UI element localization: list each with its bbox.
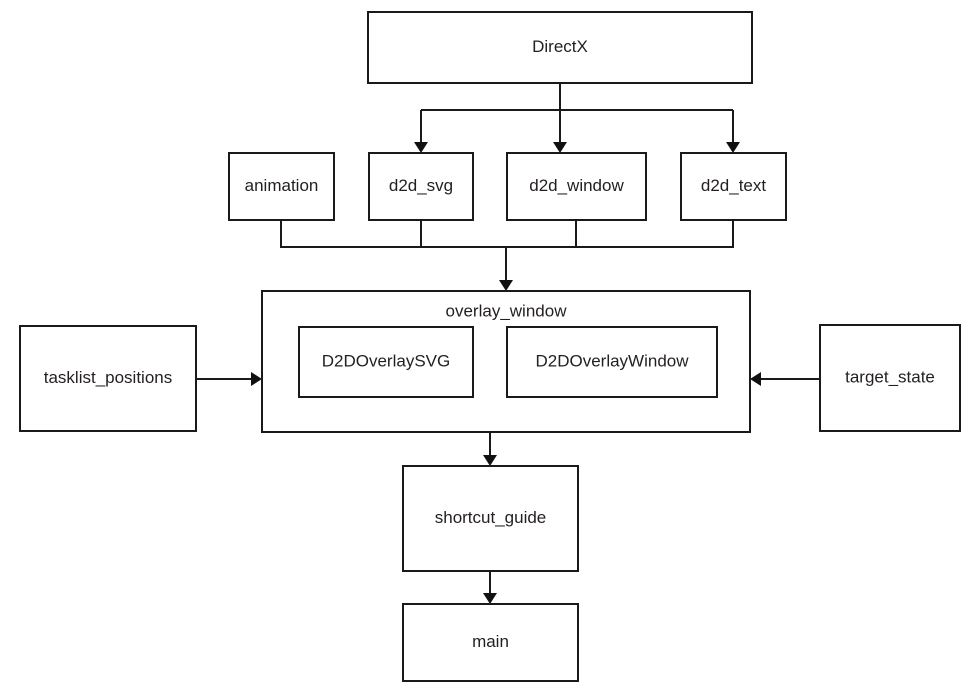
edge-bus-to-overlay_window <box>499 247 513 291</box>
arrow-head-icon <box>483 455 497 466</box>
edge-directx-to-d2d_text <box>726 110 740 153</box>
edge-d2d_text-to-overlay_window <box>506 220 734 248</box>
node-d2d_text[interactable]: d2d_text <box>680 152 787 221</box>
edge-hitarea <box>506 220 733 247</box>
node-box-directx[interactable] <box>367 11 753 84</box>
arrow-head-icon <box>750 372 761 386</box>
node-shortcut_guide[interactable]: shortcut_guide <box>402 465 579 572</box>
edge-directx-to-d2d_svg <box>414 83 733 153</box>
node-box-target_state[interactable] <box>819 324 961 432</box>
node-box-d2d_text[interactable] <box>680 152 787 221</box>
node-main[interactable]: main <box>402 603 579 682</box>
edge-animation-to-overlay_window <box>280 220 506 248</box>
node-box-tasklist_positions[interactable] <box>19 325 197 432</box>
edge-target_state-to-overlay_window <box>750 372 820 386</box>
arrow-head-icon <box>414 142 428 153</box>
node-box-d2doverlaywindow[interactable] <box>506 326 718 398</box>
edge-overlay_window-to-shortcut_guide <box>483 432 497 466</box>
edge-tasklist_positions-to-overlay_window <box>196 372 262 386</box>
edge-hitarea <box>281 220 506 247</box>
node-d2d_window[interactable]: d2d_window <box>506 152 647 221</box>
node-d2doverlaywindow[interactable]: D2DOverlayWindow <box>506 326 718 398</box>
arrow-head-icon <box>499 280 513 291</box>
arrow-head-icon <box>483 593 497 604</box>
edge-directx-to-d2d_window <box>553 110 567 153</box>
arrow-head-icon <box>726 142 740 153</box>
node-box-animation[interactable] <box>228 152 335 221</box>
edge-line <box>280 220 506 248</box>
node-tasklist_positions[interactable]: tasklist_positions <box>19 325 197 432</box>
node-d2doverlaysvg[interactable]: D2DOverlaySVG <box>298 326 474 398</box>
edges-layer <box>196 83 820 604</box>
edge-hitarea <box>421 83 733 146</box>
node-box-shortcut_guide[interactable] <box>402 465 579 572</box>
node-box-d2doverlaysvg[interactable] <box>298 326 474 398</box>
arrow-head-icon <box>553 142 567 153</box>
edge-line <box>420 83 733 146</box>
node-box-d2d_window[interactable] <box>506 152 647 221</box>
node-directx[interactable]: DirectX <box>367 11 753 84</box>
node-animation[interactable]: animation <box>228 152 335 221</box>
node-box-main[interactable] <box>402 603 579 682</box>
edge-line <box>506 220 734 248</box>
node-target_state[interactable]: target_state <box>819 324 961 432</box>
node-box-d2d_svg[interactable] <box>368 152 474 221</box>
arrow-head-icon <box>251 372 262 386</box>
edge-shortcut_guide-to-main <box>483 571 497 604</box>
node-d2d_svg[interactable]: d2d_svg <box>368 152 474 221</box>
